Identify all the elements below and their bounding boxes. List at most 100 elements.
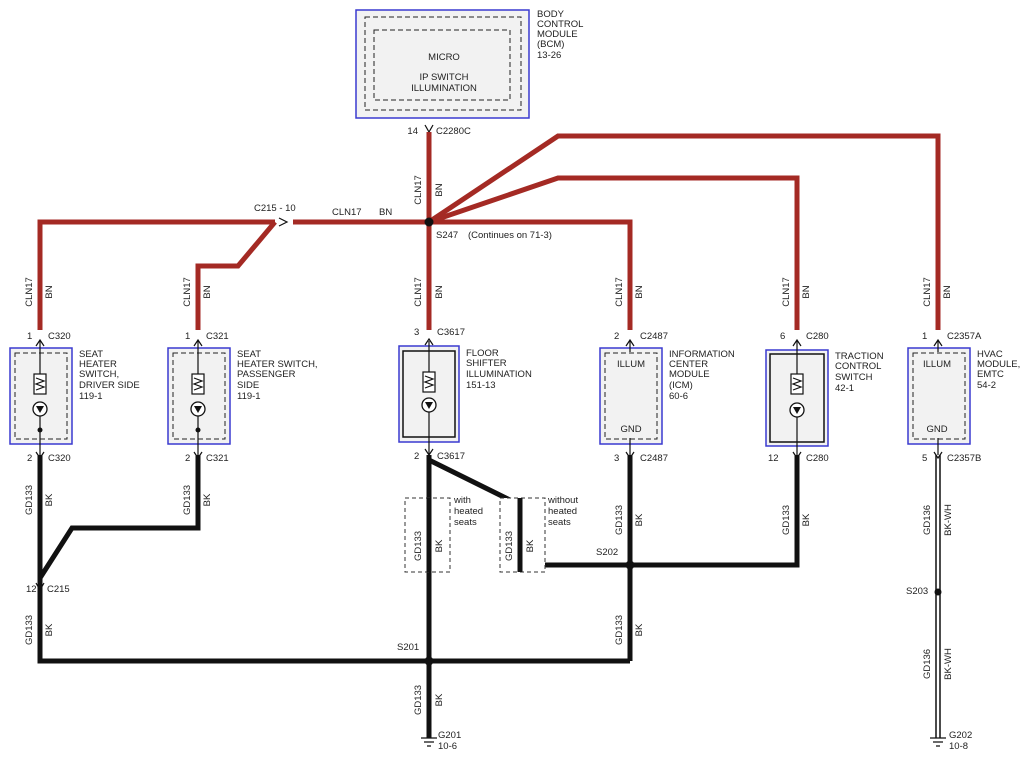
svg-text:42-1: 42-1 xyxy=(835,383,854,394)
splice-s203-dot xyxy=(934,588,942,596)
bcm-connector: C2280C xyxy=(436,126,471,137)
c215-top-label: C215 - 10 xyxy=(254,203,296,214)
svg-text:BK: BK xyxy=(434,693,445,706)
bcm-box xyxy=(355,9,530,119)
svg-text:GD133: GD133 xyxy=(781,505,792,535)
svg-text:C321: C321 xyxy=(206,331,229,342)
svg-text:GD133: GD133 xyxy=(413,685,424,715)
svg-text:SEAT: SEAT xyxy=(237,349,261,360)
splice-s203-label: S203 xyxy=(906,586,928,597)
c215-arrow xyxy=(278,217,289,227)
bcm-ipswitch-label: IP SWITCH xyxy=(420,72,469,83)
g202-ref: 10-8 xyxy=(949,741,968,752)
svg-text:12: 12 xyxy=(768,453,779,464)
bcm-name-1: BODY xyxy=(537,9,565,20)
svg-text:C3617: C3617 xyxy=(437,451,465,462)
seat-heater-driver-switch: 1 C320 2 C320 SEAT HEATER SWITCH, DRIVER… xyxy=(9,331,140,464)
svg-text:SWITCH,: SWITCH, xyxy=(79,369,119,380)
svg-text:CLN17: CLN17 xyxy=(614,277,625,307)
svg-text:EMTC: EMTC xyxy=(977,369,1004,380)
without-label-2: heated xyxy=(548,506,577,517)
svg-text:BN: BN xyxy=(202,285,213,298)
hvac-module: ILLUM GND 1 C2357A 5 C2357B HVAC MODULE,… xyxy=(907,331,1020,464)
svg-text:2: 2 xyxy=(614,331,619,342)
svg-text:C2487: C2487 xyxy=(640,331,668,342)
svg-text:(ICM): (ICM) xyxy=(669,380,693,391)
svg-text:GD133: GD133 xyxy=(413,531,424,561)
splice-s247-dot xyxy=(424,217,434,227)
svg-text:GD133: GD133 xyxy=(182,485,193,515)
bcm-pin: 14 xyxy=(407,126,418,137)
svg-text:BK: BK xyxy=(434,539,445,552)
wire-label-trunk-circuit: CLN17 xyxy=(413,175,424,205)
without-label-1: without xyxy=(547,495,578,506)
without-label-3: seats xyxy=(548,517,571,528)
svg-text:2: 2 xyxy=(27,453,32,464)
splice-s247-label: S247 xyxy=(436,230,458,241)
g201-ground-icon xyxy=(421,737,437,747)
svg-text:GD133: GD133 xyxy=(614,615,625,645)
svg-text:C3617: C3617 xyxy=(437,327,465,338)
continues-note: (Continues on 71-3) xyxy=(468,230,552,241)
svg-text:GD133: GD133 xyxy=(24,485,35,515)
svg-text:BK: BK xyxy=(202,493,213,506)
svg-text:BK-WH: BK-WH xyxy=(943,648,954,680)
floor-shifter-illumination: 3 C3617 2 C3617 FLOOR SHIFTER ILLUMINATI… xyxy=(398,327,532,462)
svg-text:C280: C280 xyxy=(806,453,829,464)
c215-bottom-label: C215 xyxy=(47,584,70,595)
svg-text:BN: BN xyxy=(942,285,953,298)
svg-text:119-1: 119-1 xyxy=(79,391,103,402)
bcm-name-2: CONTROL xyxy=(537,19,583,30)
svg-text:BN: BN xyxy=(434,285,445,298)
svg-text:BK: BK xyxy=(801,513,812,526)
svg-text:BK: BK xyxy=(44,493,55,506)
svg-text:GND: GND xyxy=(620,424,641,435)
svg-text:GD133: GD133 xyxy=(504,531,515,561)
bcm-module: MICRO IP SWITCH ILLUMINATION BODY CONTRO… xyxy=(355,9,583,137)
g201-label: G201 xyxy=(438,730,461,741)
svg-text:119-1: 119-1 xyxy=(237,391,261,402)
svg-text:60-6: 60-6 xyxy=(669,391,688,402)
svg-text:C320: C320 xyxy=(48,331,71,342)
svg-text:1: 1 xyxy=(185,331,190,342)
svg-text:GD133: GD133 xyxy=(24,615,35,645)
svg-text:SEAT: SEAT xyxy=(79,349,103,360)
wire-label-bus-circuit: CLN17 xyxy=(332,207,362,218)
traction-control-switch: 6 C280 12 C280 TRACTION CONTROL SWITCH 4… xyxy=(765,331,884,464)
svg-text:CLN17: CLN17 xyxy=(182,277,193,307)
svg-text:2: 2 xyxy=(414,451,419,462)
g202-label: G202 xyxy=(949,730,972,741)
svg-text:3: 3 xyxy=(414,327,419,338)
splice-s201-dot xyxy=(424,656,434,666)
bcm-micro-label: MICRO xyxy=(428,52,460,63)
svg-text:FLOOR: FLOOR xyxy=(466,348,499,359)
svg-text:SHIFTER: SHIFTER xyxy=(466,358,507,369)
svg-text:C2357B: C2357B xyxy=(947,453,981,464)
bcm-connector-mark xyxy=(424,124,434,134)
svg-text:ILLUM: ILLUM xyxy=(617,359,645,370)
with-label-1: with xyxy=(453,495,471,506)
svg-text:BN: BN xyxy=(801,285,812,298)
svg-text:HEATER: HEATER xyxy=(79,359,117,370)
svg-text:3: 3 xyxy=(614,453,619,464)
splice-s201-label: S201 xyxy=(397,642,419,653)
with-label-3: seats xyxy=(454,517,477,528)
svg-text:BK: BK xyxy=(525,539,536,552)
bcm-name-5: 13-26 xyxy=(537,50,561,61)
splice-s202-label: S202 xyxy=(596,547,618,558)
svg-text:BK: BK xyxy=(634,513,645,526)
power-wires xyxy=(37,132,941,330)
svg-text:5: 5 xyxy=(922,453,927,464)
svg-text:ILLUMINATION: ILLUMINATION xyxy=(466,369,532,380)
wire-label-trunk-color: BN xyxy=(434,183,445,196)
svg-text:BK: BK xyxy=(44,623,55,636)
bcm-name-3: MODULE xyxy=(537,29,578,40)
svg-text:HEATER SWITCH,: HEATER SWITCH, xyxy=(237,359,318,370)
svg-text:GND: GND xyxy=(926,424,947,435)
ground-wires xyxy=(37,455,946,747)
svg-text:HVAC: HVAC xyxy=(977,349,1003,360)
svg-text:GD136: GD136 xyxy=(922,505,933,535)
svg-text:SIDE: SIDE xyxy=(237,380,259,391)
svg-text:MODULE: MODULE xyxy=(669,369,710,380)
